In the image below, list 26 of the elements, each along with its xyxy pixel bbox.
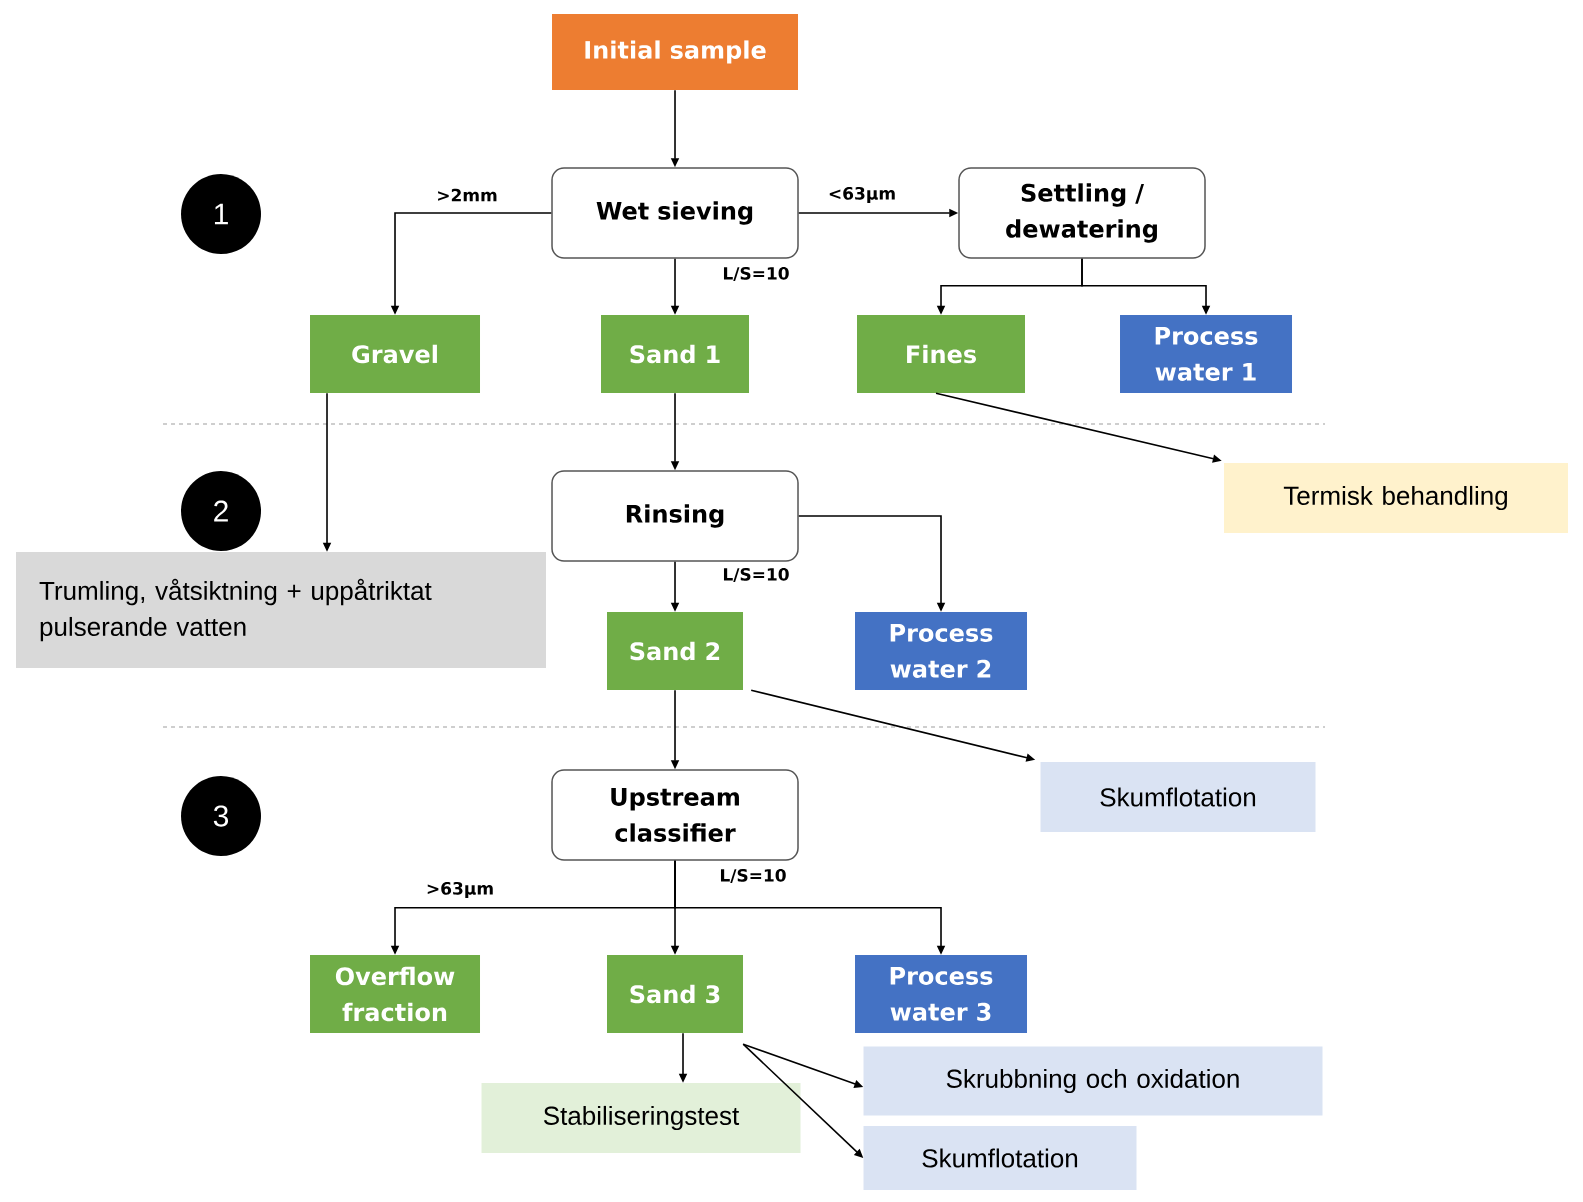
water-box: Process water 1 [1120, 315, 1292, 393]
start-box: Initial sample [552, 14, 798, 90]
edge-label: <63μm [826, 185, 898, 205]
treatment-box: Stabiliseringstest [481, 1083, 801, 1153]
treatment-box: Skumflotation [1040, 762, 1316, 832]
process-box: Upstream classifier [551, 769, 799, 861]
edge-label: >2mm [435, 187, 499, 203]
water-box: Process water 3 [855, 955, 1027, 1033]
fraction-box: Sand 1 [601, 315, 749, 393]
edge-label: L/S=10 [718, 867, 788, 885]
fraction-box: Fines [857, 315, 1025, 393]
fraction-box: Sand 3 [607, 955, 743, 1033]
fraction-box: Sand 2 [607, 612, 743, 690]
water-box: Process water 2 [855, 612, 1027, 690]
edge-label: L/S=10 [721, 265, 791, 283]
fraction-box: Gravel [310, 315, 480, 393]
treatment-box: Trumling, våtsiktning + uppåtriktat pulserande vatten [16, 552, 546, 668]
process-box: Rinsing [551, 470, 799, 562]
edge-label: >63μm [424, 880, 496, 900]
treatment-box: Termisk behandling [1224, 463, 1568, 533]
edge-label: L/S=10 [721, 566, 791, 584]
treatment-box: Skrubbning och oxidation [863, 1046, 1323, 1116]
treatment-box: Skumflotation [863, 1126, 1137, 1190]
process-box: Wet sieving [551, 167, 799, 259]
process-box: Settling / dewatering [958, 167, 1206, 259]
fraction-box: Overflow fraction [310, 955, 480, 1033]
